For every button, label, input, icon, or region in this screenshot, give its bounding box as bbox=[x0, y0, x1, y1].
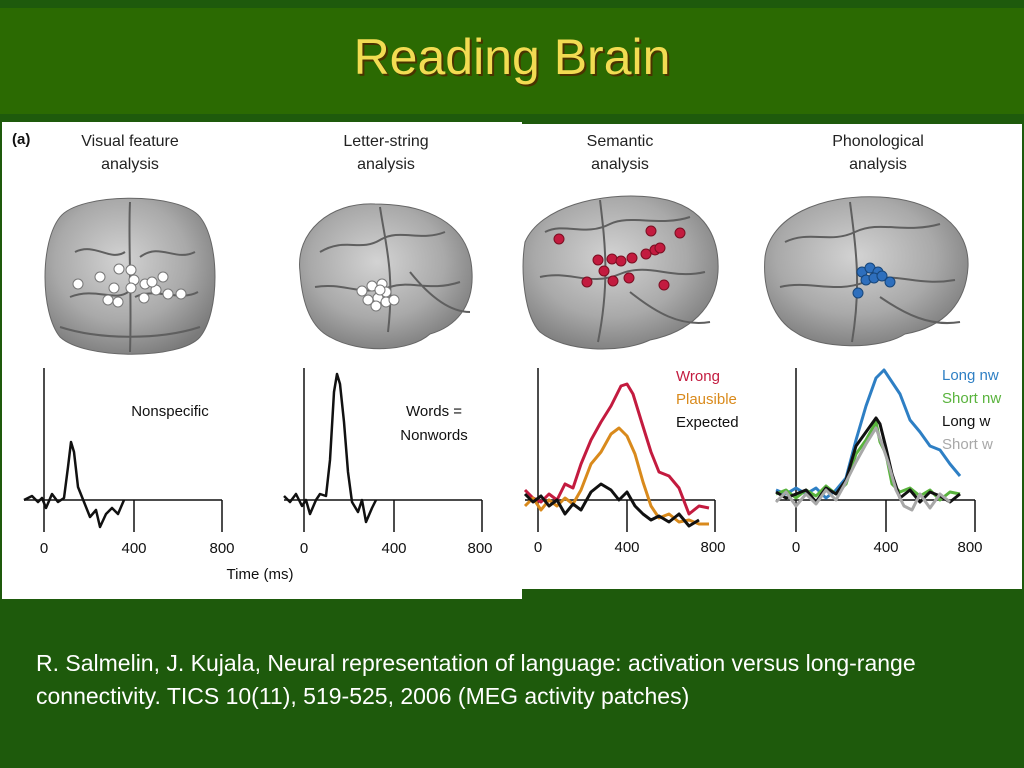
activation-dot bbox=[162, 288, 174, 300]
annotation-words-equals: Words = bbox=[406, 403, 462, 420]
activation-dot bbox=[654, 242, 666, 254]
legend-short-nw: Short nw bbox=[942, 390, 1001, 407]
annotation-nonspecific: Nonspecific bbox=[131, 403, 209, 420]
panel-4-tick-800: 800 bbox=[957, 539, 982, 556]
panel-1-tick-0: 0 bbox=[40, 540, 48, 557]
axis-ticks bbox=[133, 500, 976, 532]
panel-1-tick-800: 800 bbox=[209, 540, 234, 557]
activation-dots-phonological bbox=[852, 262, 896, 299]
panel-1-title-line-2: analysis bbox=[101, 156, 159, 173]
activation-dot bbox=[374, 284, 386, 296]
panel-label: (a) bbox=[12, 131, 30, 148]
activation-dot bbox=[598, 265, 610, 277]
trace-visual-feature bbox=[23, 440, 126, 529]
activation-dot bbox=[607, 275, 619, 287]
activation-dots-semantic bbox=[553, 225, 686, 291]
activation-dot bbox=[175, 288, 187, 300]
slide-title: Reading Brain bbox=[353, 29, 671, 85]
activation-dot bbox=[553, 233, 565, 245]
legend-short-w: Short w bbox=[942, 436, 993, 453]
panel-4-title-line-2: analysis bbox=[849, 156, 907, 173]
panel-4-tick-400: 400 bbox=[873, 539, 898, 556]
activation-dot bbox=[157, 271, 169, 283]
activation-dot bbox=[876, 270, 888, 282]
legend-long-w: Long w bbox=[942, 413, 991, 430]
activation-dot bbox=[674, 227, 686, 239]
panel-1-tick-400: 400 bbox=[121, 540, 146, 557]
title-band bbox=[0, 8, 1024, 114]
figure: (a) Visual feature analysis Letter-strin… bbox=[2, 122, 1022, 599]
x-axis-label: Time (ms) bbox=[227, 566, 294, 583]
activation-dot bbox=[94, 271, 106, 283]
activation-dot bbox=[615, 255, 627, 267]
legend-wrong: Wrong bbox=[676, 368, 720, 385]
activation-dot bbox=[113, 263, 125, 275]
activation-dots-letter-string bbox=[356, 278, 400, 312]
activation-dot bbox=[102, 294, 114, 306]
activation-dot bbox=[606, 253, 618, 265]
annotation-nonwords: Nonwords bbox=[400, 427, 468, 444]
legend-plausible: Plausible bbox=[676, 391, 737, 408]
activation-dot bbox=[388, 294, 400, 306]
activation-dot bbox=[645, 225, 657, 237]
panel-3-title-line-2: analysis bbox=[591, 156, 649, 173]
activation-dot bbox=[658, 279, 670, 291]
panel-2-tick-400: 400 bbox=[381, 540, 406, 557]
legend-phonological: Long nw Short nw Long w Short w bbox=[942, 367, 1001, 453]
figure-right-background bbox=[522, 124, 1022, 589]
legend-semantic: Wrong Plausible Expected bbox=[676, 368, 739, 431]
activation-dot bbox=[146, 276, 158, 288]
legend-expected: Expected bbox=[676, 414, 739, 431]
panel-2-title-line-1: Letter-string bbox=[343, 133, 428, 150]
activation-dot bbox=[72, 278, 84, 290]
activation-dot bbox=[125, 264, 137, 276]
trace-expected bbox=[523, 482, 700, 528]
panel-4-title-line-1: Phonological bbox=[832, 133, 924, 150]
brain-left-lateral-view bbox=[299, 203, 473, 350]
panel-4-tick-0: 0 bbox=[792, 539, 800, 556]
activation-dot bbox=[640, 248, 652, 260]
activation-dot bbox=[108, 282, 120, 294]
activation-dot bbox=[852, 287, 864, 299]
annotations: Nonspecific Words = Nonwords bbox=[131, 403, 468, 444]
activation-dot bbox=[623, 272, 635, 284]
panel-2-tick-0: 0 bbox=[300, 540, 308, 557]
activation-dots-visual-feature bbox=[72, 263, 187, 308]
tick-labels: 0 400 800 0 400 800 0 400 800 0 400 800 bbox=[40, 539, 983, 557]
panel-1-title-line-1: Visual feature bbox=[81, 133, 179, 150]
panel-3-tick-0: 0 bbox=[534, 539, 542, 556]
panel-2-title-line-2: analysis bbox=[357, 156, 415, 173]
activation-dot bbox=[581, 276, 593, 288]
activation-dot bbox=[626, 252, 638, 264]
trace-wrong bbox=[523, 382, 710, 516]
panel-3-tick-800: 800 bbox=[700, 539, 725, 556]
activation-dot bbox=[362, 294, 374, 306]
panel-titles: Visual feature analysis Letter-string an… bbox=[81, 133, 924, 173]
citation: R. Salmelin, J. Kujala, Neural represent… bbox=[36, 650, 916, 709]
panel-2-tick-800: 800 bbox=[467, 540, 492, 557]
activation-dot bbox=[112, 296, 124, 308]
activation-dot bbox=[125, 282, 137, 294]
activation-dot bbox=[356, 285, 368, 297]
trace-letter-string bbox=[283, 372, 378, 524]
activation-dot bbox=[592, 254, 604, 266]
activation-dot bbox=[884, 276, 896, 288]
activation-dot bbox=[370, 300, 382, 312]
trace-short-w bbox=[774, 426, 951, 512]
trace-long-w bbox=[775, 416, 961, 504]
brain-semantic-view bbox=[522, 195, 719, 350]
figure-left-background bbox=[2, 122, 522, 599]
panel-3-tick-400: 400 bbox=[614, 539, 639, 556]
panel-3-title-line-1: Semantic bbox=[587, 133, 654, 150]
activation-dot bbox=[138, 292, 150, 304]
legend-long-nw: Long nw bbox=[942, 367, 999, 384]
